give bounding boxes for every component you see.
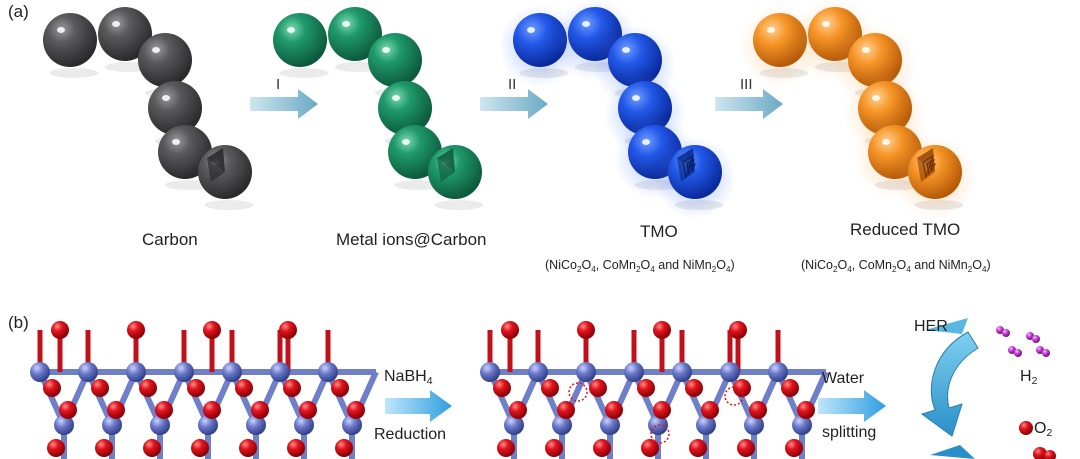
step-label-1: I bbox=[276, 76, 281, 93]
particle-chains bbox=[43, 0, 976, 219]
oxygen-vacancy bbox=[724, 386, 744, 406]
water-splitting-arrow bbox=[818, 390, 886, 422]
particle bbox=[378, 81, 432, 135]
oxygen-vacancy bbox=[650, 424, 670, 444]
particle bbox=[368, 33, 422, 87]
formula-tmo: (NiCo2O4, CoMn2O4 and NiMn2O4) bbox=[545, 258, 735, 274]
crystal-lattice-reduced bbox=[480, 321, 829, 459]
carbon-chain bbox=[43, 7, 254, 210]
stage-label-carbon: Carbon bbox=[142, 230, 198, 249]
stage-label-reduced-tmo: Reduced TMO bbox=[850, 220, 961, 239]
particle bbox=[43, 13, 97, 67]
o2-molecule bbox=[1019, 421, 1056, 459]
particle bbox=[273, 13, 327, 67]
process-splitting: splitting bbox=[822, 424, 877, 441]
her-cycle-icon bbox=[920, 318, 979, 459]
process-water: Water bbox=[822, 370, 865, 387]
particle bbox=[148, 81, 202, 135]
step-arrow-2 bbox=[480, 89, 548, 119]
reagent-nabh4: NaBH4 bbox=[384, 368, 433, 387]
tmo-chain bbox=[499, 0, 736, 219]
process-reduction: Reduction bbox=[374, 426, 447, 443]
particle bbox=[158, 125, 212, 179]
step-arrow-3 bbox=[715, 89, 783, 119]
particle bbox=[513, 13, 567, 67]
stage-label-tmo: TMO bbox=[640, 222, 678, 241]
particle bbox=[138, 33, 192, 87]
stage-label-metal-ions: Metal ions@Carbon bbox=[336, 230, 487, 249]
metal-ions-carbon-chain bbox=[273, 7, 484, 210]
step-label-2: II bbox=[508, 76, 517, 93]
h2-molecules bbox=[996, 326, 1050, 357]
panel-a-label: (a) bbox=[8, 2, 29, 21]
formula-reduced-tmo: (NiCo2O4, CoMn2O4 and NiMn2O4) bbox=[801, 258, 991, 274]
o2-label: O2 bbox=[1034, 420, 1053, 439]
her-label: HER bbox=[914, 318, 948, 335]
particle bbox=[753, 13, 807, 67]
reduction-arrow bbox=[385, 390, 452, 422]
particle bbox=[328, 7, 382, 61]
crystal-lattice-pristine bbox=[30, 321, 379, 459]
oxygen-vacancy bbox=[568, 382, 588, 402]
particle bbox=[98, 7, 152, 61]
reduced-tmo-chain bbox=[739, 0, 976, 219]
panel-b-label: (b) bbox=[8, 313, 29, 332]
step-label-3: III bbox=[740, 76, 753, 93]
h2-label: H2 bbox=[1020, 368, 1038, 387]
particle bbox=[388, 125, 442, 179]
step-arrow-1 bbox=[250, 89, 318, 119]
